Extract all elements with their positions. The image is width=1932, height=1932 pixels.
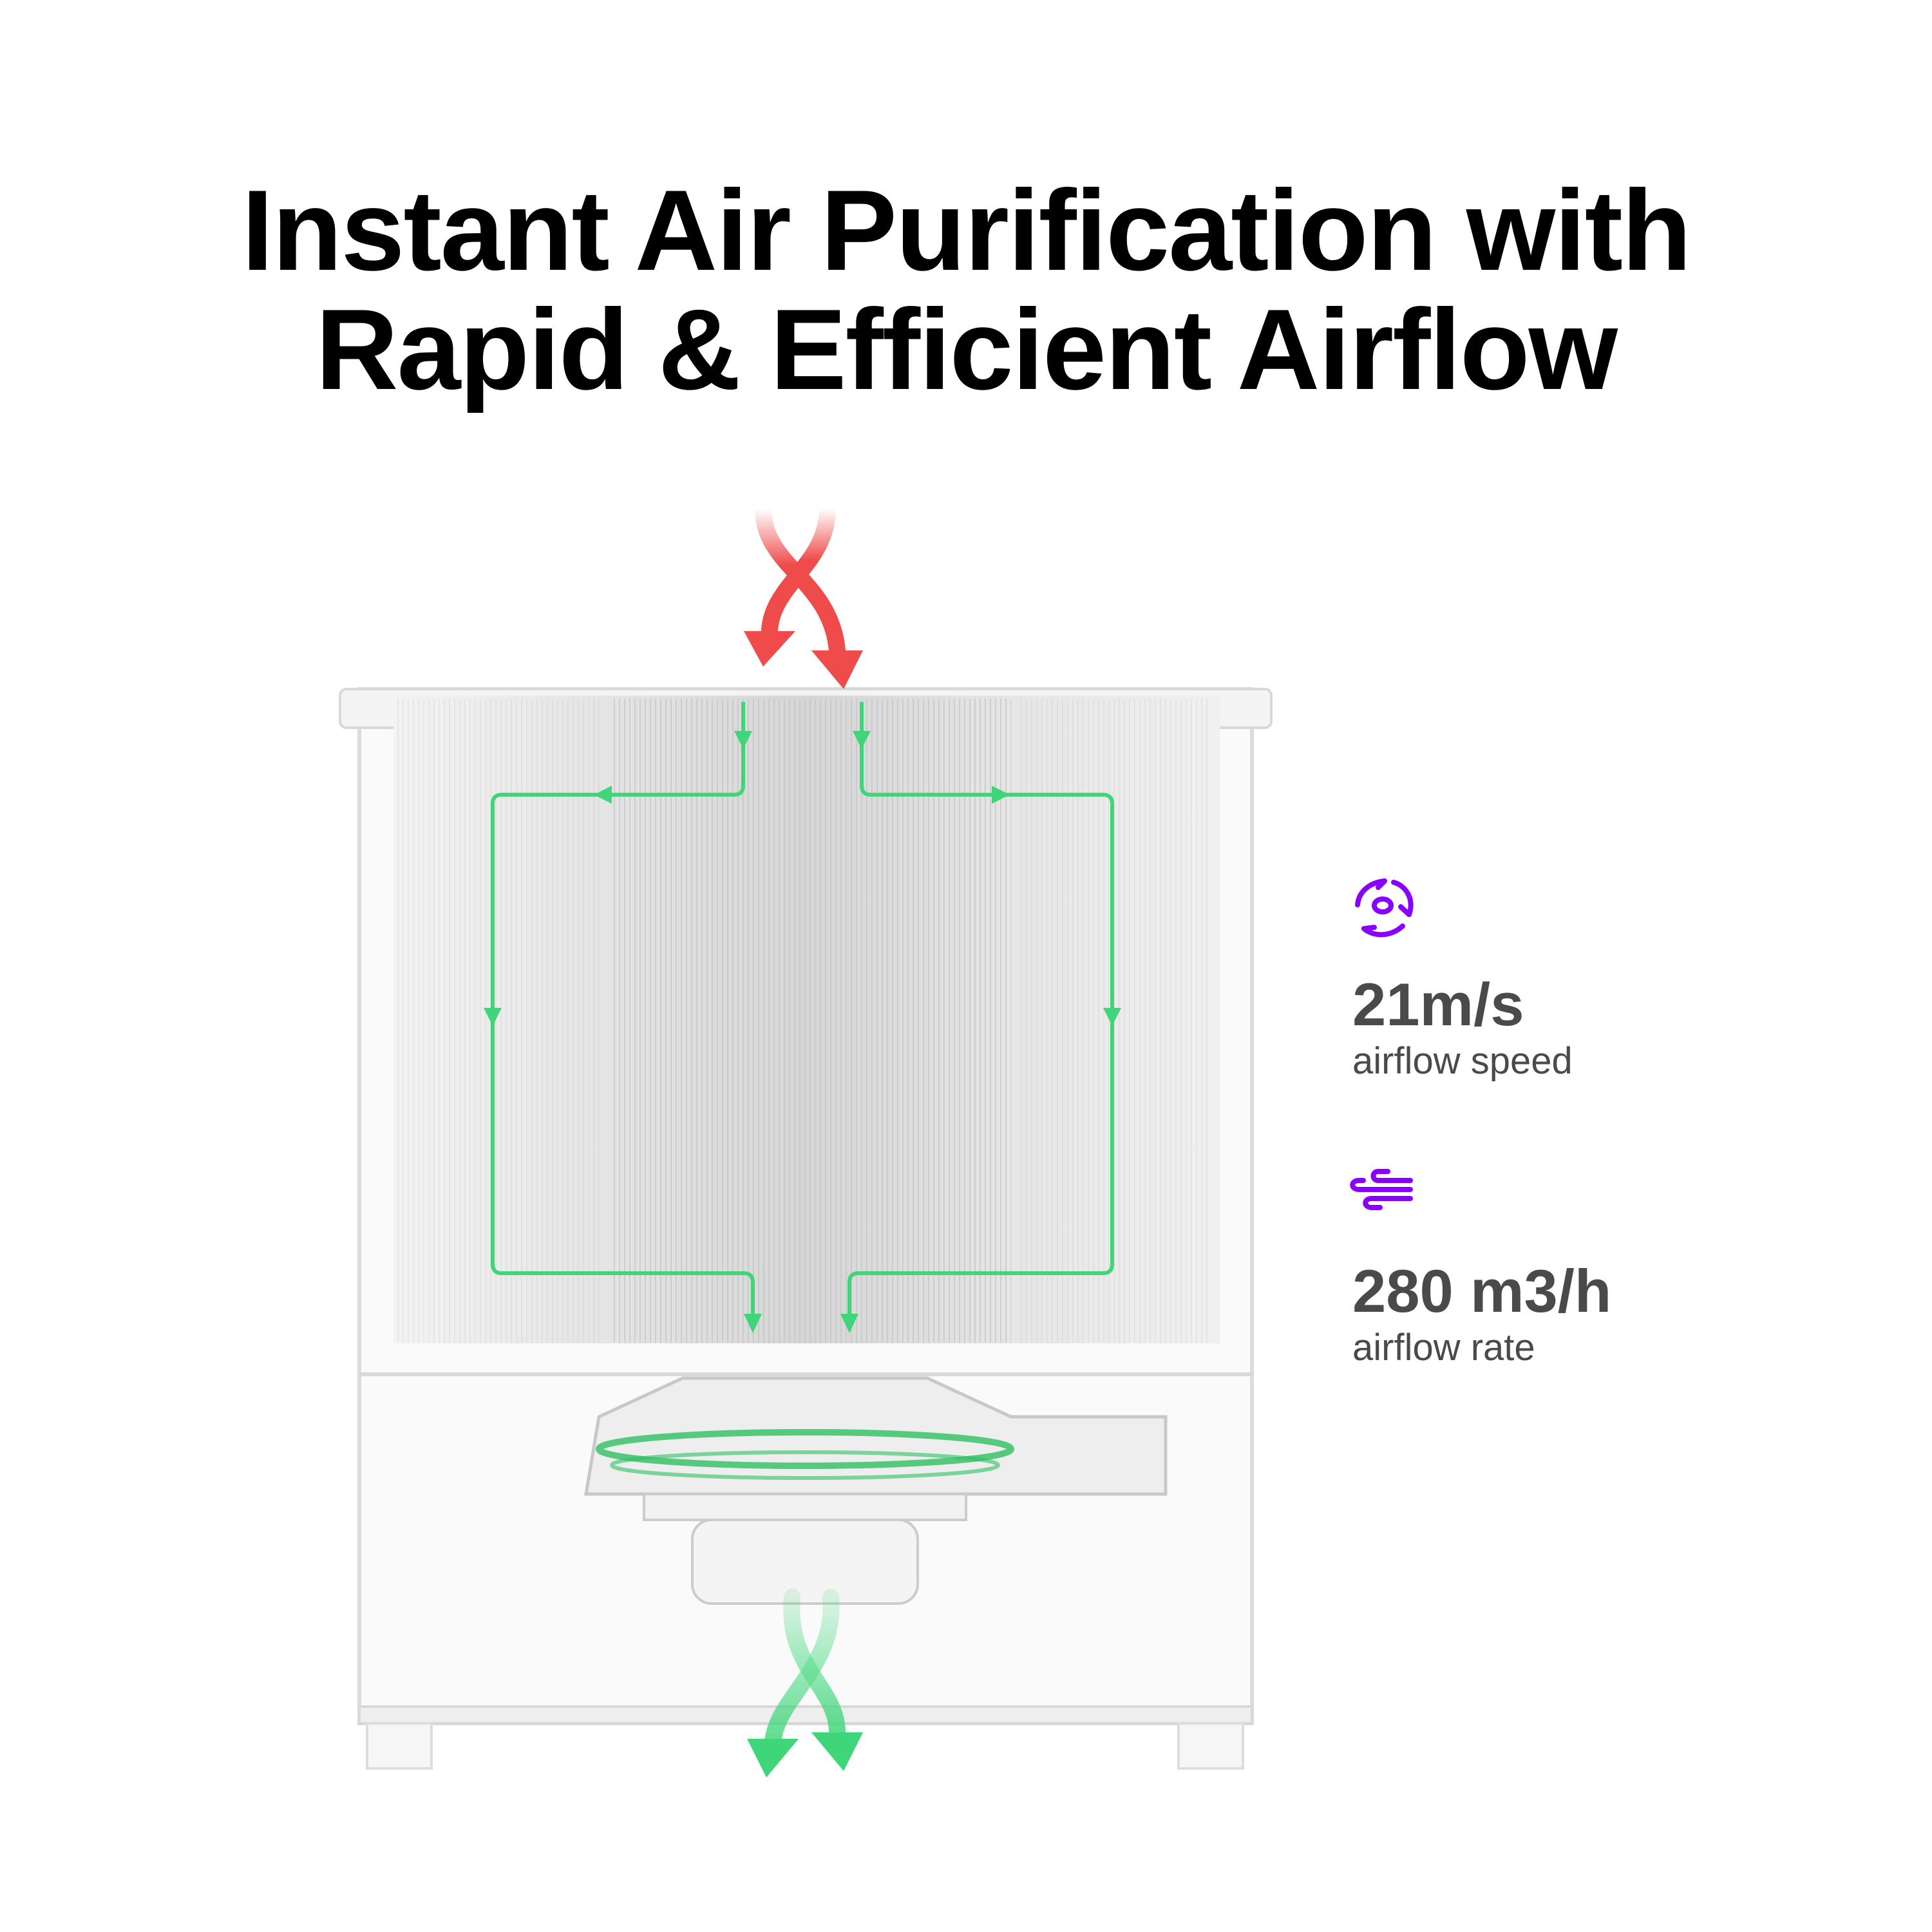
stat-label: airflow rate <box>1352 1327 1535 1368</box>
wind-icon <box>1349 1162 1414 1227</box>
headline-line-1: Instant Air Purification with <box>242 166 1691 294</box>
stat-airflow-speed: 21m/s airflow speed <box>1352 972 1573 1082</box>
headline-line-2: Rapid & Efficient Airflow <box>315 285 1618 413</box>
purifier-body <box>339 687 1273 1770</box>
intake-arrowheads <box>744 631 863 689</box>
stat-label: airflow speed <box>1352 1040 1573 1082</box>
exhaust-arrowheads <box>747 1732 863 1777</box>
airflow-cycle-icon <box>1352 876 1417 940</box>
intake-arrow-icon <box>755 500 846 659</box>
airflow-path <box>491 702 1114 1327</box>
stat-value: 280 m3/h <box>1352 1257 1612 1325</box>
flow-arrowheads <box>484 731 1121 1333</box>
stat-airflow-rate: 280 m3/h airflow rate <box>1352 1259 1611 1368</box>
fan-assembly <box>584 1376 1168 1605</box>
headline: Instant Air Purification with Rapid & Ef… <box>0 171 1932 409</box>
exhaust-arrow-icon <box>764 1589 846 1754</box>
stat-value: 21m/s <box>1352 971 1524 1038</box>
